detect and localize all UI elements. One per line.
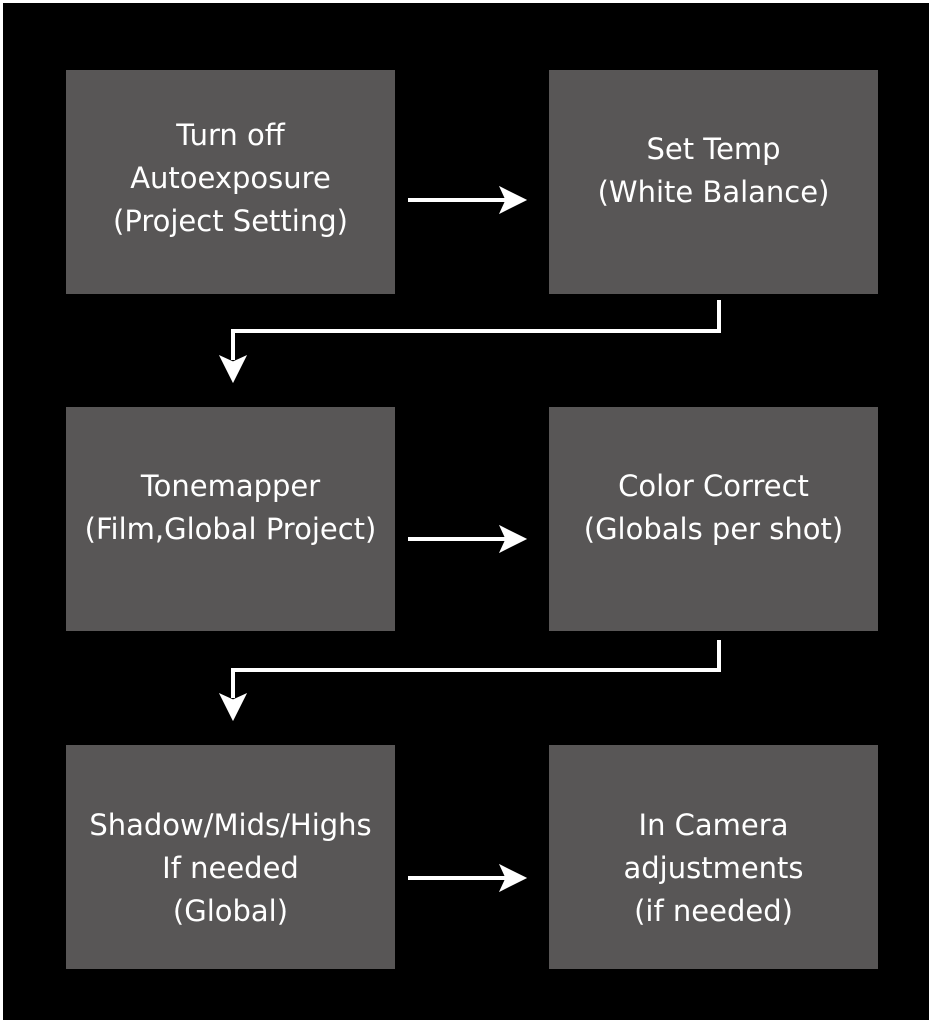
step-label: Shadow/Mids/Highs If needed (Global) bbox=[66, 804, 395, 933]
step-label: Set Temp (White Balance) bbox=[549, 128, 878, 214]
step-label-line: (White Balance) bbox=[597, 175, 830, 209]
step-label-line: Set Temp bbox=[646, 132, 781, 166]
step-label-line: (if needed) bbox=[634, 894, 793, 928]
step-box-in-camera-adjustments: In Camera adjustments (if needed) bbox=[549, 745, 878, 969]
step-label-line: If needed bbox=[162, 851, 299, 885]
step-label-line: (Globals per shot) bbox=[583, 512, 844, 546]
step-label: Turn off Autoexposure (Project Setting) bbox=[66, 114, 395, 243]
step-label-line: In Camera bbox=[638, 808, 789, 842]
step-label-line: Color Correct bbox=[618, 469, 809, 503]
step-label-line: Shadow/Mids/Highs bbox=[89, 808, 372, 842]
step-box-shadow-mids-highs: Shadow/Mids/Highs If needed (Global) bbox=[66, 745, 395, 969]
step-label-line: Tonemapper bbox=[140, 469, 321, 503]
step-label: Color Correct (Globals per shot) bbox=[549, 465, 878, 551]
step-box-tonemapper: Tonemapper (Film,Global Project) bbox=[66, 407, 395, 631]
step-box-turn-off-autoexposure: Turn off Autoexposure (Project Setting) bbox=[66, 70, 395, 294]
step-label-line: (Project Setting) bbox=[113, 204, 348, 238]
step-label: Tonemapper (Film,Global Project) bbox=[66, 465, 395, 551]
step-box-color-correct: Color Correct (Globals per shot) bbox=[549, 407, 878, 631]
step-box-set-temp: Set Temp (White Balance) bbox=[549, 70, 878, 294]
step-label-line: adjustments bbox=[623, 851, 804, 885]
step-label-line: (Global) bbox=[172, 894, 289, 928]
step-label: In Camera adjustments (if needed) bbox=[549, 804, 878, 933]
step-label-line: Autoexposure bbox=[130, 161, 331, 195]
step-label-line: Turn off bbox=[176, 118, 285, 152]
step-label-line: (Film,Global Project) bbox=[84, 512, 377, 546]
